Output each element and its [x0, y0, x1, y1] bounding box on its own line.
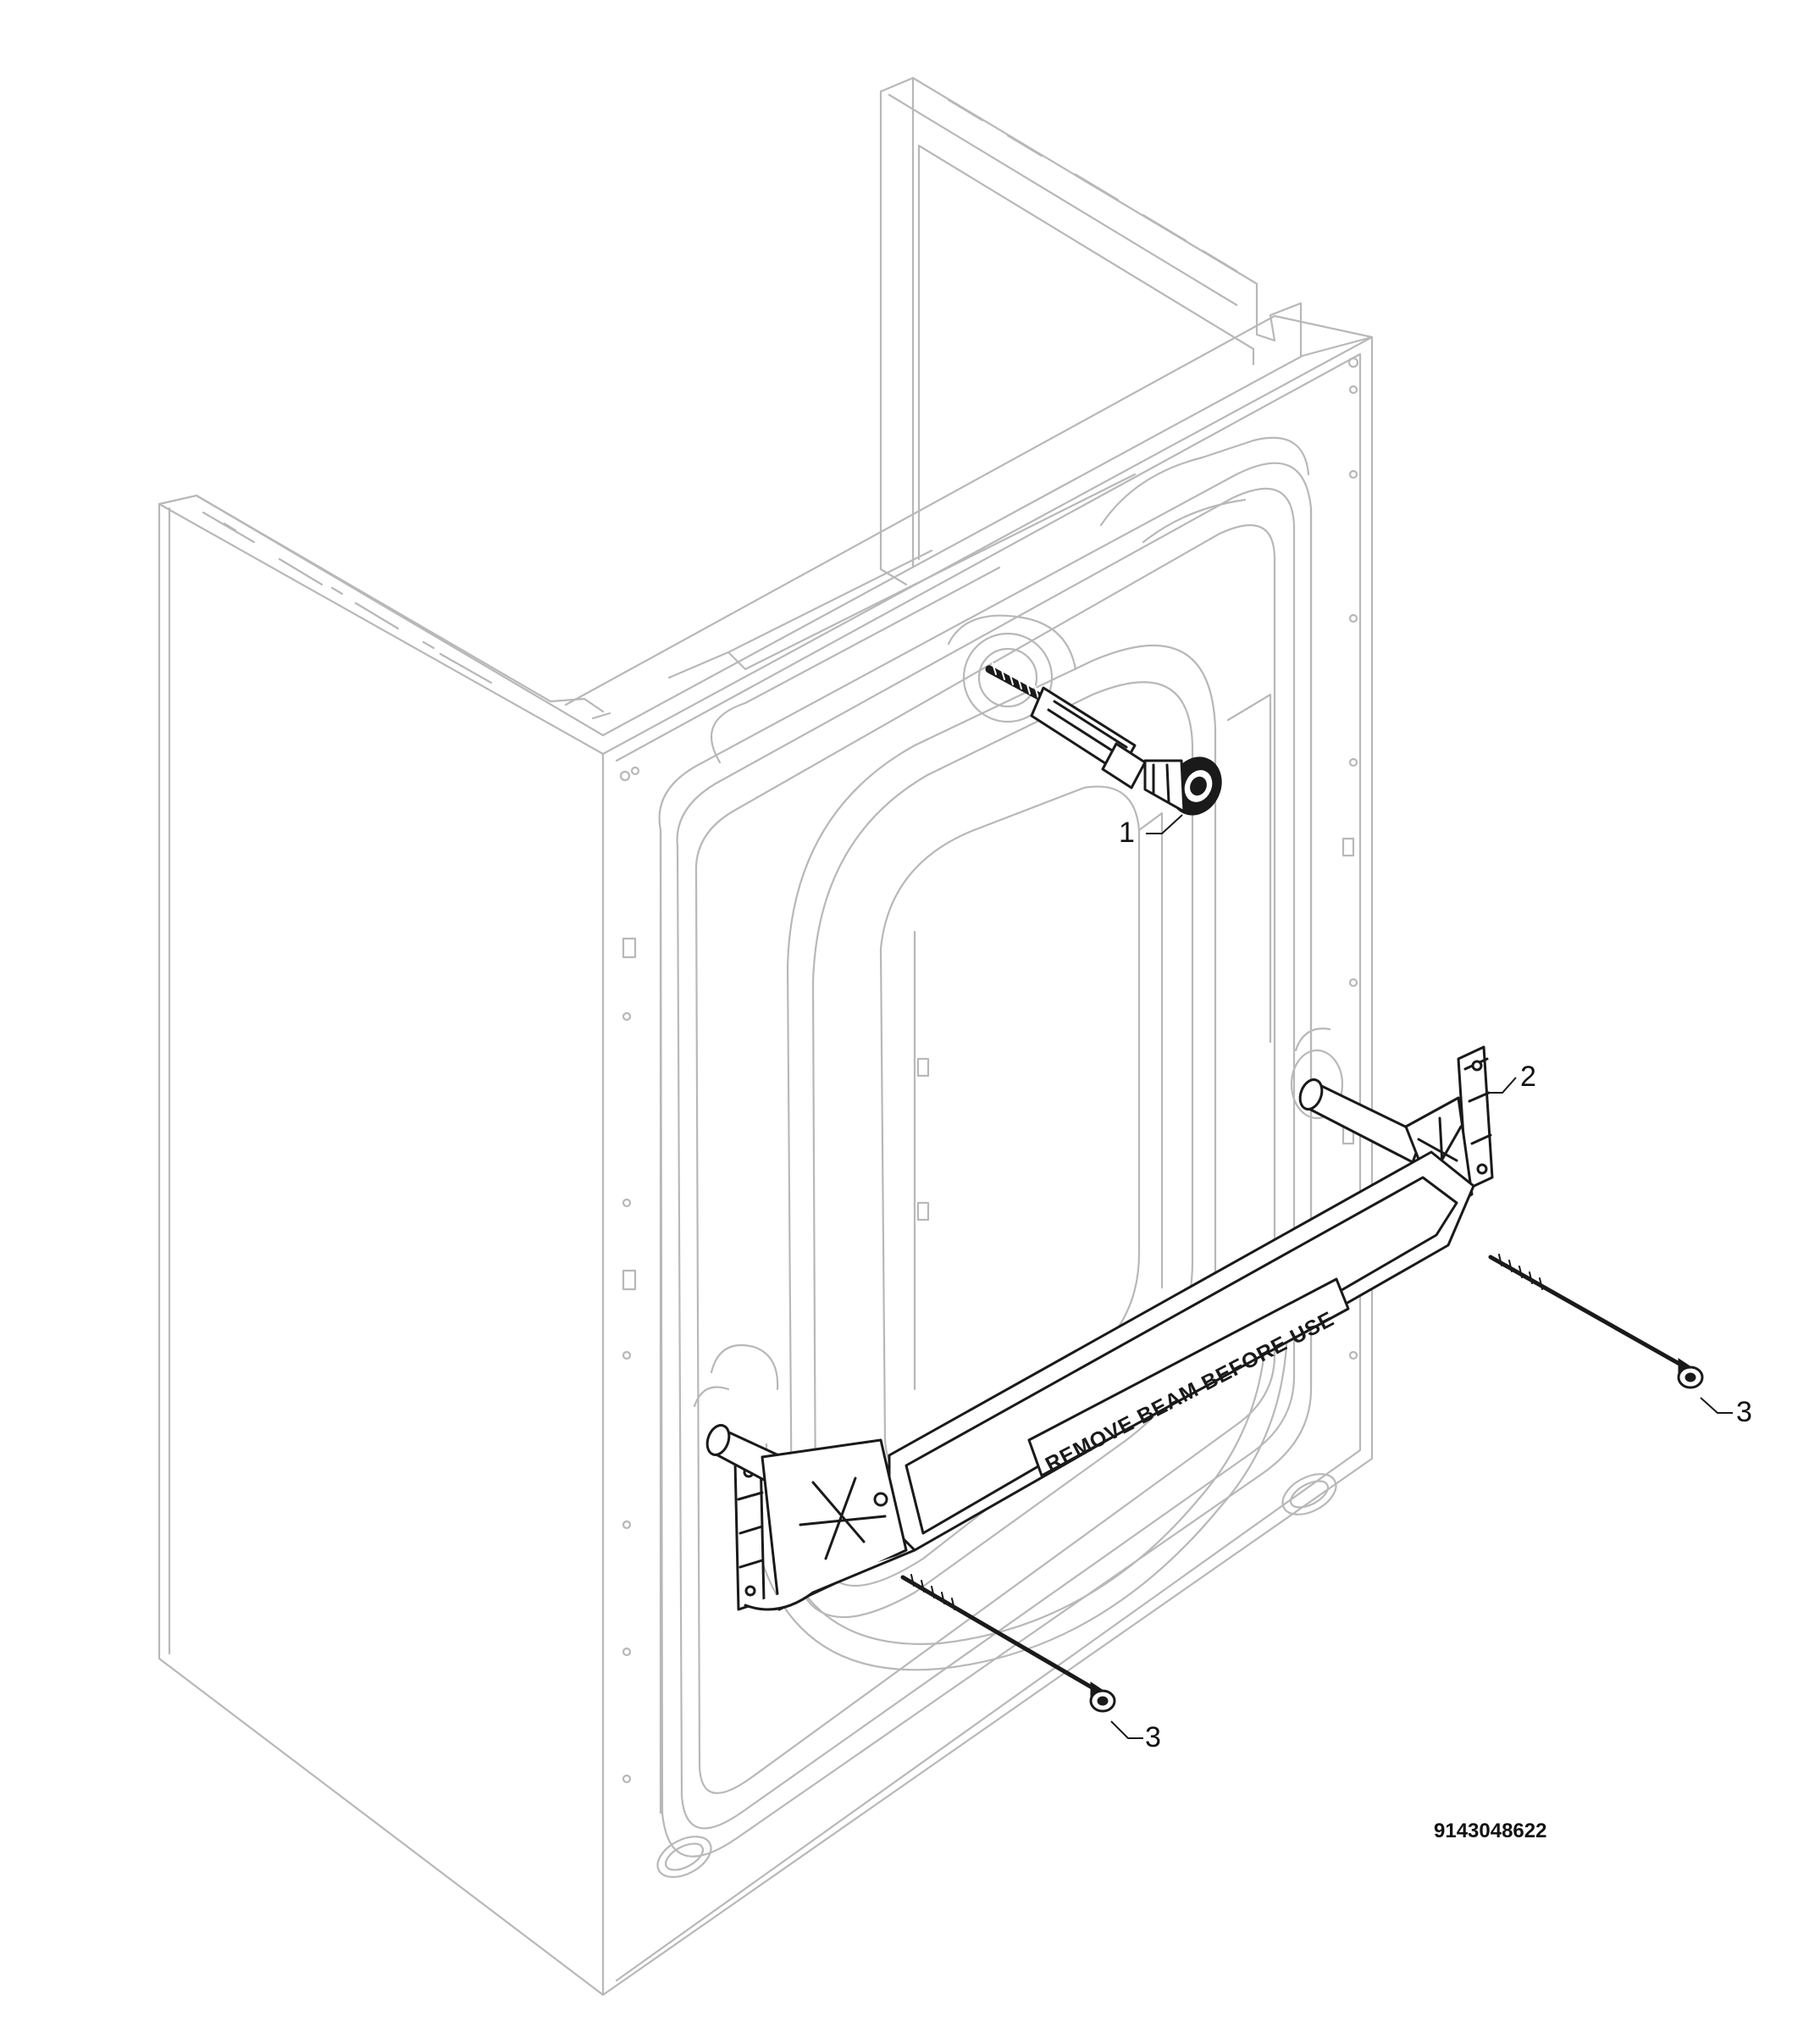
leader-lines [1110, 814, 1733, 1739]
callout-part-1: 1 [1119, 817, 1135, 849]
shipping-bolt-part-1 [985, 662, 1222, 816]
callout-part-3-right: 3 [1736, 1396, 1752, 1428]
reference-number: 9143048622 [1434, 1820, 1547, 1842]
leader-line-2 [1489, 1077, 1517, 1094]
leader-line-3-right [1700, 1397, 1733, 1414]
leader-line-1 [1146, 814, 1183, 834]
cabinet-front-panel [601, 335, 1374, 1997]
screw-part-3-lower [900, 1574, 1116, 1713]
callout-part-2: 2 [1520, 1061, 1536, 1093]
cabinet-door-opening [786, 644, 1217, 1619]
callout-part-3-lower: 3 [1145, 1721, 1161, 1753]
beam-label-panel [1027, 1277, 1350, 1477]
transport-beam-part-2 [705, 1045, 1494, 1611]
leader-line-3-lower [1110, 1720, 1143, 1739]
washer-cabinet [158, 76, 1374, 1997]
cabinet-left-panel [158, 502, 605, 1997]
screw-part-3-right [1488, 1254, 1704, 1389]
